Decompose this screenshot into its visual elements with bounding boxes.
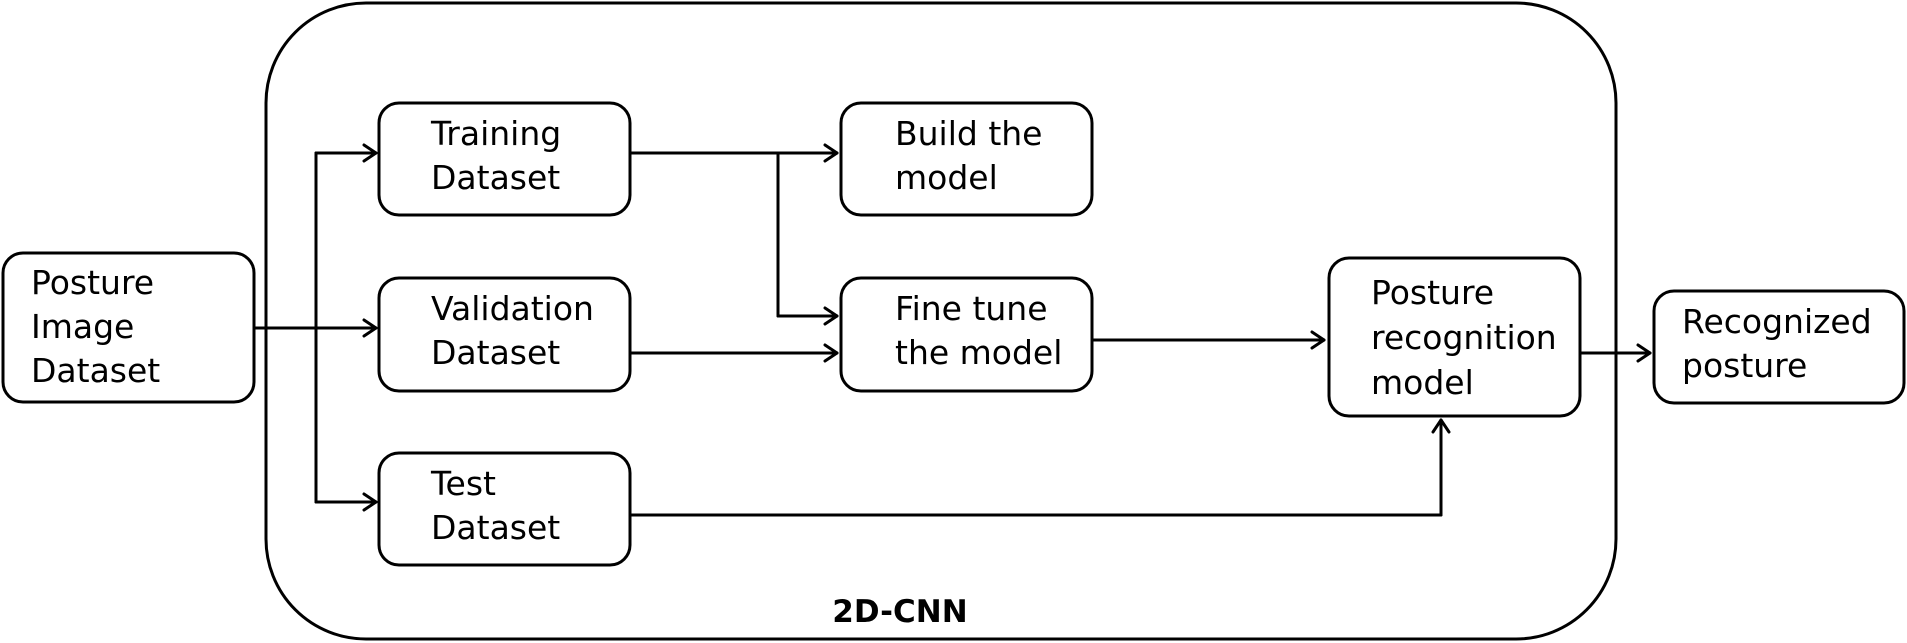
- node-label-line: the model: [895, 333, 1062, 372]
- node-label-line: model: [895, 158, 998, 197]
- arrowheads: [362, 143, 1652, 512]
- arrow-head-test: [362, 492, 378, 512]
- node-label: Training Dataset: [430, 114, 572, 197]
- node-training-dataset: Training Dataset: [377, 101, 632, 217]
- arrow-head-build: [823, 143, 839, 163]
- node-box: [839, 276, 1094, 393]
- node-test-dataset: Test Dataset: [377, 451, 632, 567]
- node-box: [1, 251, 256, 404]
- container-label: 2D-CNN: [832, 594, 967, 630]
- node-label: Recognized posture: [1682, 302, 1882, 385]
- node-label-line: Test: [430, 464, 496, 503]
- node-label-line: Dataset: [431, 333, 560, 372]
- node-box: [1327, 256, 1582, 418]
- node-box: [1652, 289, 1906, 405]
- node-label-line: Posture: [31, 263, 154, 302]
- node-label-line: Image: [31, 307, 134, 346]
- node-label-line: Recognized: [1682, 302, 1872, 341]
- node-label: Test Dataset: [430, 464, 560, 547]
- arrow-head-finetune-bottom: [823, 343, 839, 363]
- arrow-head-recognition-bottom: [1431, 418, 1451, 434]
- node-label-line: Posture: [1371, 273, 1494, 312]
- arrow-head-output: [1636, 343, 1652, 363]
- node-label-line: posture: [1682, 346, 1807, 385]
- node-build-the-model: Build the model: [839, 101, 1094, 217]
- connectors: [252, 151, 1652, 517]
- node-label-line: Fine tune: [895, 289, 1048, 328]
- arrow-head-validation: [362, 318, 378, 338]
- node-label-line: Training: [430, 114, 561, 153]
- node-box: [377, 451, 632, 567]
- node-label-line: Build the: [895, 114, 1043, 153]
- node-posture-recognition-model: Posture recognition model: [1327, 256, 1582, 418]
- node-label-line: Validation: [431, 289, 594, 328]
- node-label-line: model: [1371, 363, 1474, 402]
- node-label-line: Dataset: [31, 351, 160, 390]
- node-box: [377, 101, 632, 217]
- node-label-line: Dataset: [431, 158, 560, 197]
- node-label: Fine tune the model: [895, 289, 1062, 372]
- node-posture-image-dataset: Posture Image Dataset: [1, 251, 256, 404]
- node-label: Posture Image Dataset: [31, 263, 165, 390]
- node-validation-dataset: Validation Dataset: [377, 276, 632, 393]
- node-box: [839, 101, 1094, 217]
- node-label: Validation Dataset: [431, 289, 604, 372]
- arrow-head-finetune-top: [823, 306, 839, 326]
- node-box: [377, 276, 632, 393]
- arrow-head-recognition-left: [1310, 330, 1326, 350]
- node-label: Build the model: [895, 114, 1053, 197]
- node-label-line: Dataset: [431, 508, 560, 547]
- node-recognized-posture: Recognized posture: [1652, 289, 1906, 405]
- arrow-head-training: [362, 143, 378, 163]
- node-label: Posture recognition model: [1371, 273, 1567, 402]
- node-fine-tune-the-model: Fine tune the model: [839, 276, 1094, 393]
- node-label-line: recognition: [1371, 318, 1557, 357]
